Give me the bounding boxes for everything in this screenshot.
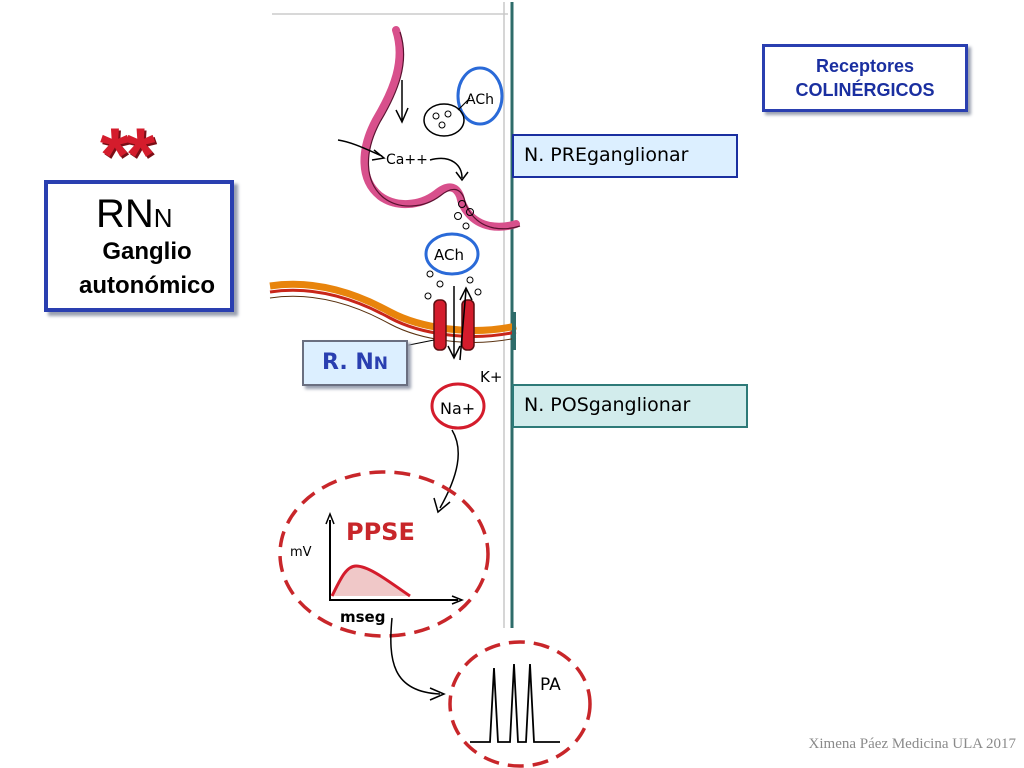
na-circle [430,382,486,430]
ppse-circle [278,470,490,638]
posganglionar-label: N. POSganglionar [512,384,748,428]
pa-circle [448,640,592,768]
rnn-title-sub: N [153,203,173,233]
receptores-line1: Receptores [815,56,915,76]
receptores-title-box: Receptores COLINÉRGICOS [762,44,968,112]
receptor-channel-left [433,299,447,351]
ca-arrow [337,139,386,161]
receptor-label-sub: N [373,354,388,374]
stars-mark: ** [100,113,155,198]
receptor-channel-right [461,299,475,351]
presynaptic-membrane [360,26,520,231]
ca-label: Ca++ [386,152,428,168]
epsp-curve [330,564,411,598]
ach-cleft-label: ACh [434,246,464,264]
mv-label: mV [290,545,312,560]
rnn-title: RNN [96,192,173,240]
preganglionar-label: N. PREganglionar [512,134,738,178]
rnn-box: RNN Ganglio autonómico [44,180,234,312]
rnn-line1: Ganglio [102,238,192,265]
rnn-title-main: RN [96,192,154,236]
ppse-label: PPSE [346,518,415,546]
receptores-line2: COLINÉRGICOS [795,80,935,100]
receptor-label: R. NN [302,340,408,386]
vesicle [423,103,465,137]
na-label: Na+ [440,399,475,418]
action-potential-trace [470,663,560,743]
ach-top-label: ACh [466,92,494,108]
pa-label: PA [540,675,561,695]
footer-credit: Ximena Páez Medicina ULA 2017 [808,736,1016,752]
arrow-icon [395,80,409,124]
mseg-label: mseg [340,608,385,626]
rnn-line2: autonómico [79,272,215,299]
ach-circle-cleft [424,232,480,276]
k-label: K+ [480,368,502,386]
ach-circle-top [456,66,504,126]
receptor-label-main: R. N [321,350,374,375]
